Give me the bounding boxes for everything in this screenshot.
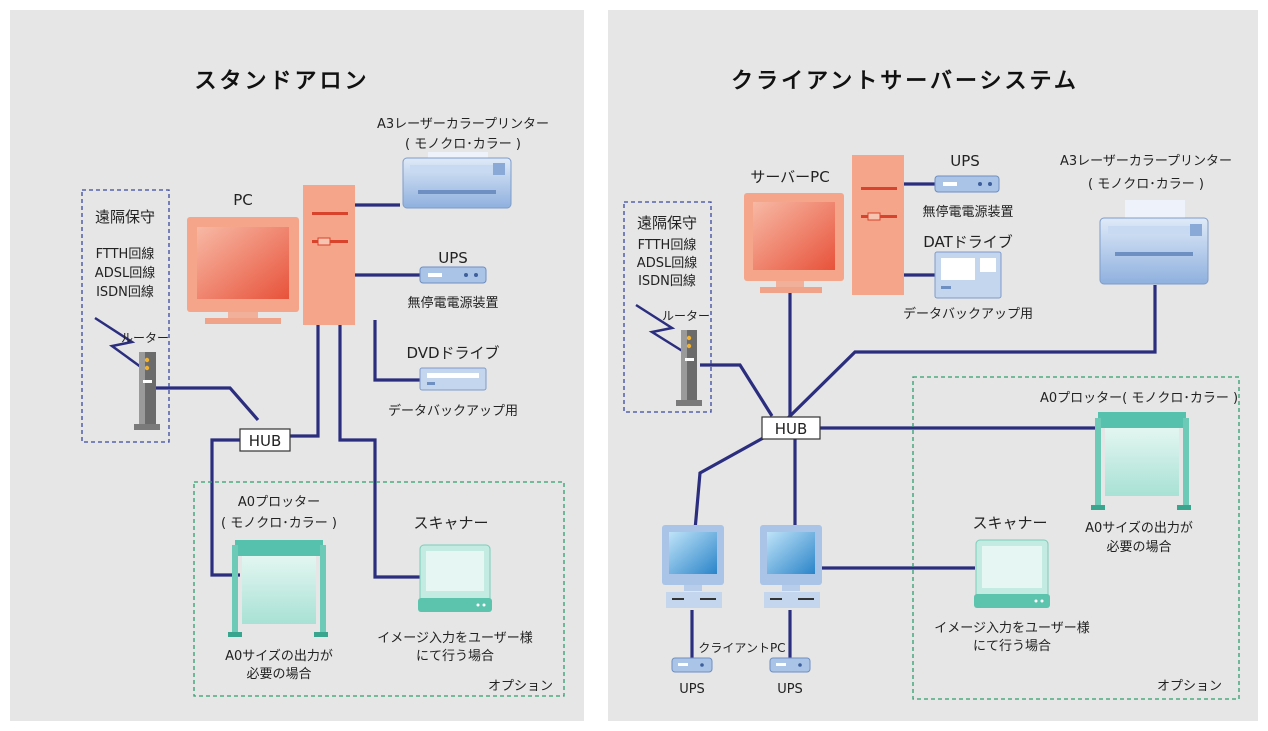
left-router-label: ルーター <box>121 331 169 345</box>
client-ups-2-icon <box>769 657 811 673</box>
right-remote-box <box>623 201 712 413</box>
left-panel-title: スタンドアロン <box>194 69 369 94</box>
cable-hub-client1 <box>693 435 766 531</box>
right-ups-desc: 無停電電源装置 <box>922 204 1013 220</box>
left-remote-line-3: ISDN回線 <box>96 284 154 300</box>
right-panel: クライアントサーバーシステム 遠隔保守 FTTH回線 ADSL回線 ISDN回線… <box>608 10 1258 721</box>
left-dvd-icon <box>419 367 487 391</box>
right-plotter-cond-2: 必要の場合 <box>1106 540 1171 555</box>
left-dvd-desc: データバックアップ用 <box>388 403 518 419</box>
left-scanner-cond-1: イメージ入力をユーザー様 <box>377 631 532 646</box>
right-ups-label: UPS <box>950 152 980 170</box>
cable-hub-scanner <box>338 325 420 579</box>
right-server-monitor-icon <box>744 193 844 293</box>
right-lightning-icon <box>635 303 685 354</box>
right-plotter-cond-1: A0サイズの出力が <box>1085 520 1193 536</box>
left-hub-label: HUB <box>249 432 282 450</box>
client-ups-2-label: UPS <box>777 682 803 697</box>
left-printer-line-2: ( モノクロ･カラー ) <box>405 137 521 152</box>
left-panel: スタンドアロン 遠隔保守 FTTH回線 ADSL回線 ISDN回線 ルーター P… <box>10 10 584 721</box>
cable-pc-dvd <box>373 320 420 382</box>
left-plotter-line-2: ( モノクロ･カラー ) <box>221 516 337 531</box>
right-dat-desc: データバックアップ用 <box>903 306 1033 322</box>
right-printer-icon <box>1099 200 1209 285</box>
client-pc-label: クライアントPC <box>698 641 785 655</box>
cable-hub-printer <box>786 285 1157 420</box>
left-option-label: オプション <box>488 679 553 694</box>
left-remote-title: 遠隔保守 <box>95 208 155 226</box>
cable-pc-hub <box>290 325 320 438</box>
right-option-label: オプション <box>1157 679 1222 694</box>
right-ups-icon <box>934 175 1000 193</box>
left-pc-label: PC <box>233 191 253 209</box>
left-scanner-cond-2: にて行う場合 <box>416 649 494 664</box>
right-hub-box <box>761 416 821 440</box>
left-remote-line-1: FTTH回線 <box>96 246 155 262</box>
right-hub-label: HUB <box>775 420 808 438</box>
right-scanner-cond-2: にて行う場合 <box>973 639 1051 654</box>
left-printer-icon <box>402 152 512 209</box>
client-ups-1-label: UPS <box>679 682 705 697</box>
right-dat-icon <box>934 251 1002 299</box>
left-plotter-cond-1: A0サイズの出力が <box>225 648 333 664</box>
left-ups-label: UPS <box>438 249 468 267</box>
left-pc-monitor-icon <box>187 217 299 324</box>
right-printer-line-2: ( モノクロ･カラー ) <box>1088 177 1204 192</box>
left-lightning-icon <box>94 316 146 372</box>
right-router-icon <box>676 330 702 406</box>
right-plotter-icon <box>1091 412 1191 510</box>
right-server-label: サーバーPC <box>750 168 829 186</box>
right-dat-label: DATドライブ <box>923 233 1013 251</box>
right-remote-line-1: FTTH回線 <box>638 237 697 253</box>
client-pc-1-icon <box>662 525 724 608</box>
right-scanner-cond-1: イメージ入力をユーザー様 <box>934 621 1089 636</box>
cable-router-hub <box>155 386 260 422</box>
right-remote-title: 遠隔保守 <box>637 214 697 232</box>
client-ups-1-icon <box>671 657 713 673</box>
right-option-box <box>912 376 1240 700</box>
right-remote-line-3: ISDN回線 <box>638 273 696 289</box>
right-plotter-line-1: A0プロッター( モノクロ･カラー ) <box>1040 391 1238 406</box>
left-printer-line-1: A3レーザーカラープリンター <box>377 117 549 132</box>
left-remote-line-2: ADSL回線 <box>95 265 155 281</box>
cable-router-hub-r <box>700 363 774 417</box>
left-option-box <box>193 481 565 697</box>
left-remote-box <box>81 189 170 443</box>
left-ups-icon <box>419 266 487 284</box>
right-scanner-icon <box>974 539 1050 608</box>
right-router-label: ルーター <box>662 309 710 323</box>
left-ups-desc: 無停電電源装置 <box>407 295 498 311</box>
left-dvd-label: DVDドライブ <box>406 344 499 362</box>
right-server-tower-icon <box>852 155 904 295</box>
left-plotter-icon <box>228 540 328 637</box>
left-plotter-cond-2: 必要の場合 <box>246 667 311 682</box>
right-panel-title: クライアントサーバーシステム <box>731 69 1079 94</box>
left-scanner-label: スキャナー <box>413 514 488 532</box>
cable-hub-plotter <box>210 438 240 577</box>
left-hub-box <box>239 428 291 452</box>
client-pc-2-icon <box>760 525 822 608</box>
left-plotter-line-1: A0プロッター <box>238 495 320 510</box>
left-pc-tower-icon <box>303 185 355 325</box>
left-router-icon <box>134 352 160 430</box>
left-scanner-icon <box>418 544 492 612</box>
right-remote-line-2: ADSL回線 <box>637 255 697 271</box>
right-printer-line-1: A3レーザーカラープリンター <box>1060 154 1232 169</box>
right-scanner-label: スキャナー <box>972 514 1047 532</box>
